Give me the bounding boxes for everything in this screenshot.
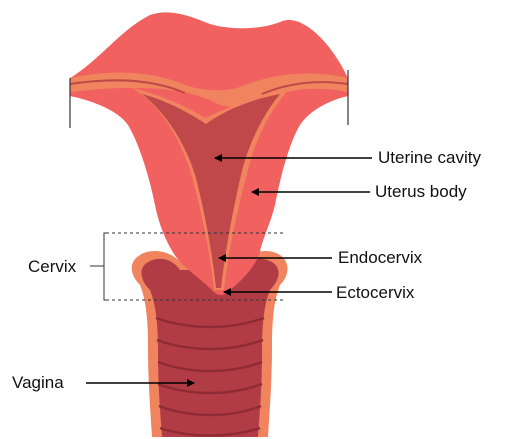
cervix-bracket xyxy=(104,233,106,300)
uterine-cavity-label: Uterine cavity xyxy=(378,148,481,168)
vagina-label: Vagina xyxy=(12,373,64,393)
cervix-label: Cervix xyxy=(28,257,76,277)
ectocervix-label: Ectocervix xyxy=(336,283,414,303)
uterus-body-label: Uterus body xyxy=(375,182,467,202)
endocervix-label: Endocervix xyxy=(338,248,422,268)
